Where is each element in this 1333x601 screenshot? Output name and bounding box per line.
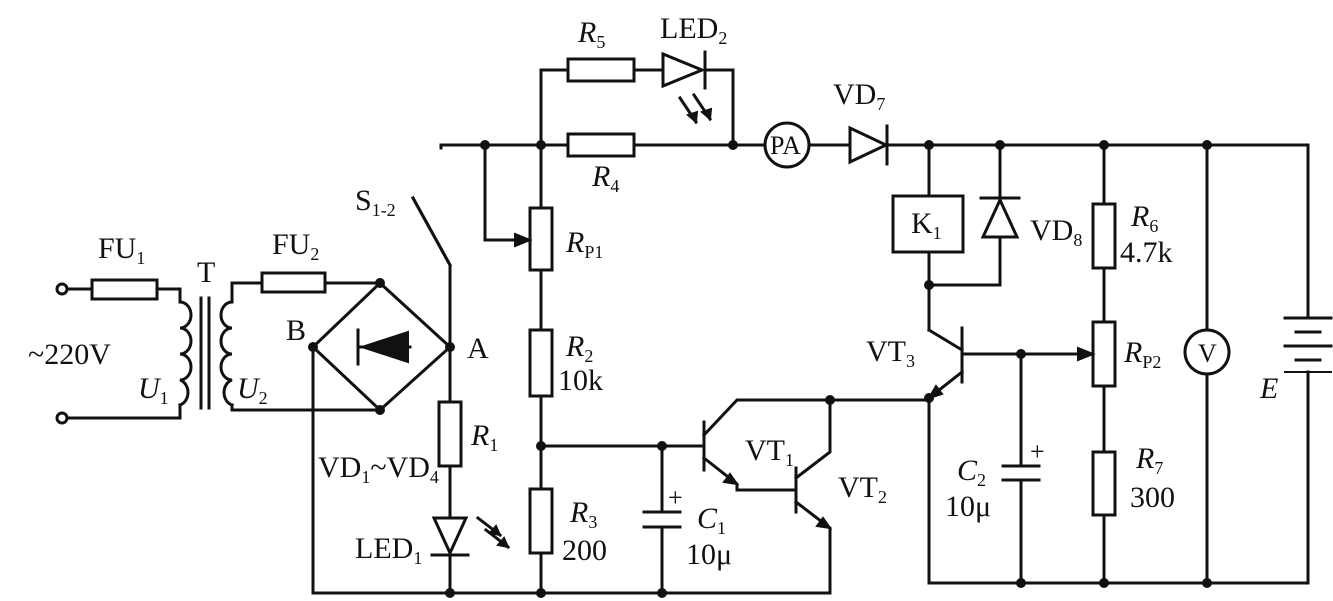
resistor-r2-label: R2 [565, 330, 593, 366]
capacitor-c1-value: 10μ [686, 538, 732, 571]
led2 [661, 50, 713, 125]
diode-vd8 [979, 196, 1021, 239]
input-terminal-bottom [55, 411, 69, 425]
switch-s1-2-label: S1-2 [355, 184, 396, 220]
ammeter-pa-label: PA [770, 131, 801, 160]
capacitor-c1-plus: + [668, 483, 683, 512]
fuse-fu2 [260, 271, 327, 294]
resistor-r3-label: R3 [569, 496, 597, 532]
capacitor-c2-plus: + [1030, 437, 1045, 466]
relay-k1 [891, 194, 965, 254]
battery-e [1283, 316, 1333, 373]
rp1-wiper-arrow [514, 232, 533, 248]
transistor-vt2-label: VT2 [838, 471, 887, 507]
secondary-u2-label: U2 [237, 372, 268, 408]
supply-voltage-label: ~220V [28, 338, 111, 371]
resistor-r1 [437, 400, 463, 468]
fuse-fu1-label: FU1 [98, 232, 145, 268]
relay-k1-label: K1 [911, 207, 942, 243]
resistor-r5-label: R5 [577, 16, 605, 52]
vt3-emitter-arrow [926, 384, 944, 400]
resistor-r7-value: 300 [1130, 481, 1175, 514]
led1 [430, 515, 511, 557]
led1-label: LED1 [355, 532, 422, 568]
transformer-t [178, 296, 234, 410]
transformer-t-label: T [197, 256, 215, 289]
rp2-wiper-arrow [1077, 346, 1096, 362]
fuse-fu2-label: FU2 [272, 228, 319, 264]
resistor-r6 [1091, 202, 1117, 270]
capacitor-c1 [642, 510, 682, 529]
capacitor-c2-label: C2 [957, 454, 986, 490]
transistor-vt1-label: VT1 [745, 434, 794, 470]
resistor-r6-value: 4.7k [1120, 236, 1173, 269]
potentiometer-rp1-label: RP1 [565, 226, 603, 262]
potentiometer-rp2-label: RP2 [1123, 336, 1161, 372]
input-terminal-top [55, 282, 69, 296]
resistor-r7-label: R7 [1135, 442, 1163, 478]
potentiometer-rp1 [528, 206, 554, 272]
node-a-label: A [467, 332, 489, 365]
bridge-diode-symbol [356, 328, 412, 366]
resistor-r2-value: 10k [558, 364, 603, 397]
wires [65, 68, 1310, 595]
diode-vd7-label: VD7 [833, 78, 885, 114]
ammeter-pa [763, 121, 811, 169]
resistor-r7 [1091, 450, 1117, 517]
resistor-r4-label: R4 [591, 160, 619, 196]
resistor-r1-label: R1 [470, 419, 498, 455]
resistor-r5 [566, 57, 636, 83]
resistor-r2 [528, 328, 554, 398]
resistor-r3-value: 200 [562, 534, 607, 567]
battery-e-label: E [1259, 372, 1278, 405]
diode-vd8-label: VD8 [1030, 214, 1082, 250]
capacitor-c2 [1001, 464, 1041, 482]
junction-dots [308, 140, 1212, 598]
capacitor-c1-label: C1 [697, 502, 726, 538]
transistor-vt3-label: VT3 [866, 335, 915, 371]
switch-s1-2 [410, 195, 453, 268]
led2-label: LED2 [660, 12, 727, 48]
voltmeter-v [1183, 328, 1231, 376]
fuse-fu1 [90, 278, 159, 301]
resistor-r3 [528, 487, 554, 555]
node-b-label: B [286, 314, 306, 347]
capacitor-c2-value: 10μ [945, 490, 991, 523]
resistor-r4 [566, 132, 636, 158]
potentiometer-rp2 [1091, 320, 1117, 388]
voltmeter-v-label: V [1198, 339, 1217, 368]
vt2-emitter-arrow [815, 516, 833, 530]
diode-vd7 [848, 124, 890, 166]
primary-u1-label: U1 [138, 372, 169, 408]
bridge-vd1-vd4-label: VD1~VD4 [318, 451, 439, 487]
vt1-emitter-arrow [722, 472, 740, 486]
resistor-r6-label: R6 [1130, 200, 1158, 236]
